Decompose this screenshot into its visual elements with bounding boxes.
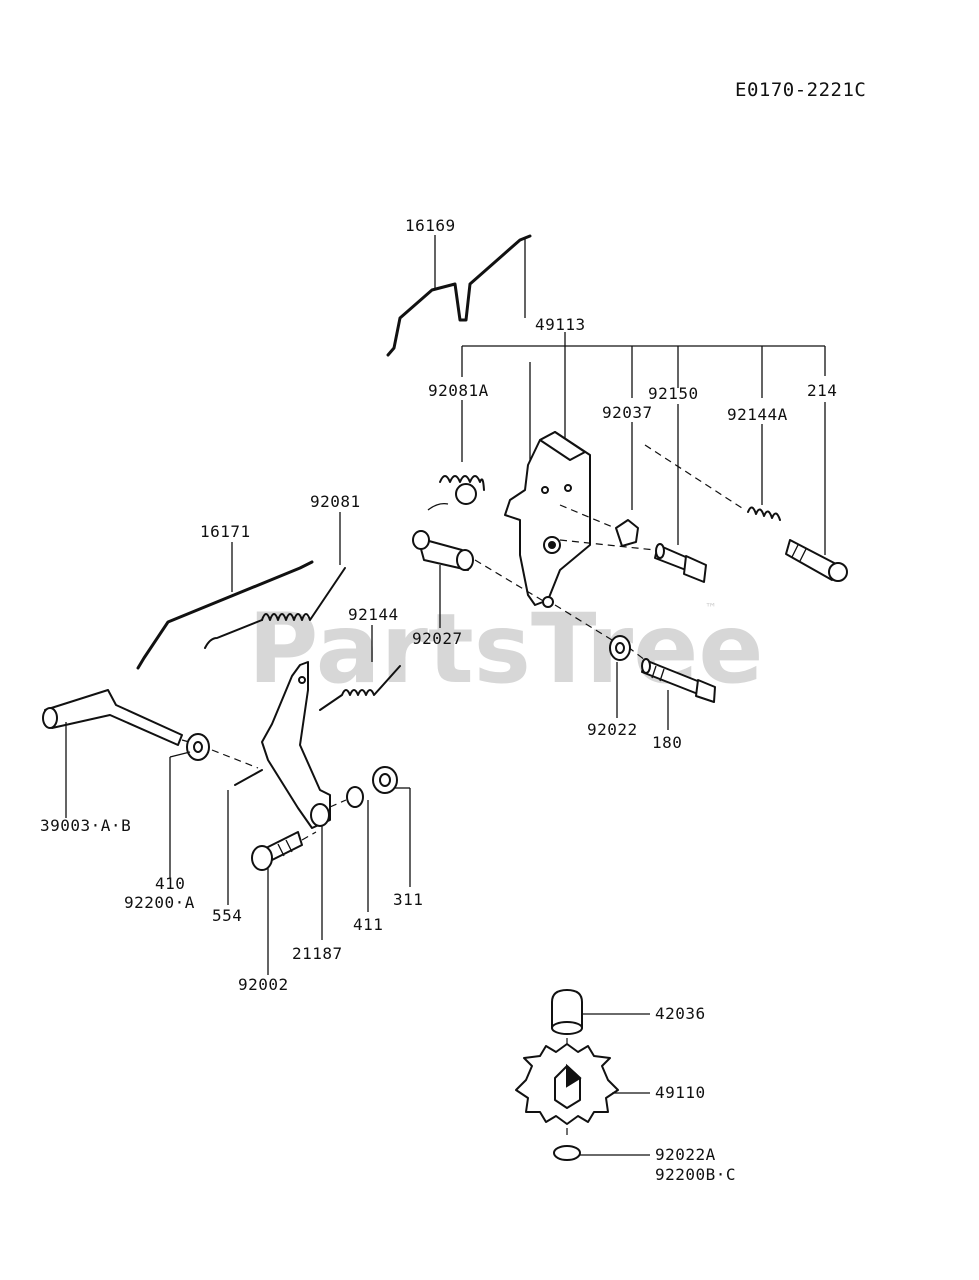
part-180-bolt[interactable] xyxy=(641,658,716,703)
label-180[interactable]: 180 xyxy=(652,733,682,752)
label-92144A[interactable]: 92144A xyxy=(727,405,788,424)
label-214[interactable]: 214 xyxy=(807,381,837,400)
label-16169[interactable]: 16169 xyxy=(405,216,456,235)
part-92022A-washer[interactable] xyxy=(553,1145,581,1161)
label-92144[interactable]: 92144 xyxy=(348,605,399,624)
label-92200BC[interactable]: 92200B·C xyxy=(655,1165,736,1184)
diagram-code: E0170-2221C xyxy=(735,79,866,101)
part-49110-gear[interactable] xyxy=(515,1043,619,1125)
label-92022[interactable]: 92022 xyxy=(587,720,638,739)
part-92027-collar[interactable] xyxy=(412,530,474,571)
part-411-washer[interactable] xyxy=(346,786,364,808)
label-92022A[interactable]: 92022A xyxy=(655,1145,716,1164)
label-92150[interactable]: 92150 xyxy=(648,384,699,403)
part-39003-shaft[interactable] xyxy=(42,689,201,746)
part-92144-spring[interactable] xyxy=(319,665,401,711)
label-49110[interactable]: 49110 xyxy=(655,1083,706,1102)
part-410-washer[interactable] xyxy=(186,733,210,761)
part-214-pin[interactable] xyxy=(785,539,848,582)
part-92037-clip[interactable] xyxy=(615,519,639,547)
part-16171-rod[interactable] xyxy=(136,560,314,670)
part-49113-bracket[interactable] xyxy=(504,431,591,608)
label-554[interactable]: 554 xyxy=(212,906,242,925)
part-554-pin[interactable] xyxy=(234,769,263,786)
label-49113[interactable]: 49113 xyxy=(535,315,586,334)
label-311[interactable]: 311 xyxy=(393,890,423,909)
label-21187[interactable]: 21187 xyxy=(292,944,343,963)
part-16169-rod[interactable] xyxy=(386,234,532,357)
label-16171[interactable]: 16171 xyxy=(200,522,251,541)
label-410[interactable]: 410 xyxy=(155,874,185,893)
label-92081A[interactable]: 92081A xyxy=(428,381,489,400)
label-92002[interactable]: 92002 xyxy=(238,975,289,994)
label-92081[interactable]: 92081 xyxy=(310,492,361,511)
label-92027[interactable]: 92027 xyxy=(412,629,463,648)
label-92200A[interactable]: 92200·A xyxy=(124,893,195,912)
label-411[interactable]: 411 xyxy=(353,915,383,934)
part-21187-lever[interactable] xyxy=(261,661,331,829)
part-92150-bolt[interactable] xyxy=(654,543,707,583)
part-92081-spring[interactable] xyxy=(204,567,346,649)
label-92037[interactable]: 92037 xyxy=(602,403,653,422)
part-92144A-spring[interactable] xyxy=(747,506,781,521)
part-42036-cap[interactable] xyxy=(551,989,583,1035)
part-92022-washer[interactable] xyxy=(609,635,631,661)
label-39003[interactable]: 39003·A·B xyxy=(40,816,131,835)
part-311-nut[interactable] xyxy=(372,766,398,794)
watermark-tm: ™ xyxy=(705,601,717,615)
label-42036[interactable]: 42036 xyxy=(655,1004,706,1023)
part-92002-bolt[interactable] xyxy=(251,831,303,871)
part-92081A-spring[interactable] xyxy=(427,475,485,511)
